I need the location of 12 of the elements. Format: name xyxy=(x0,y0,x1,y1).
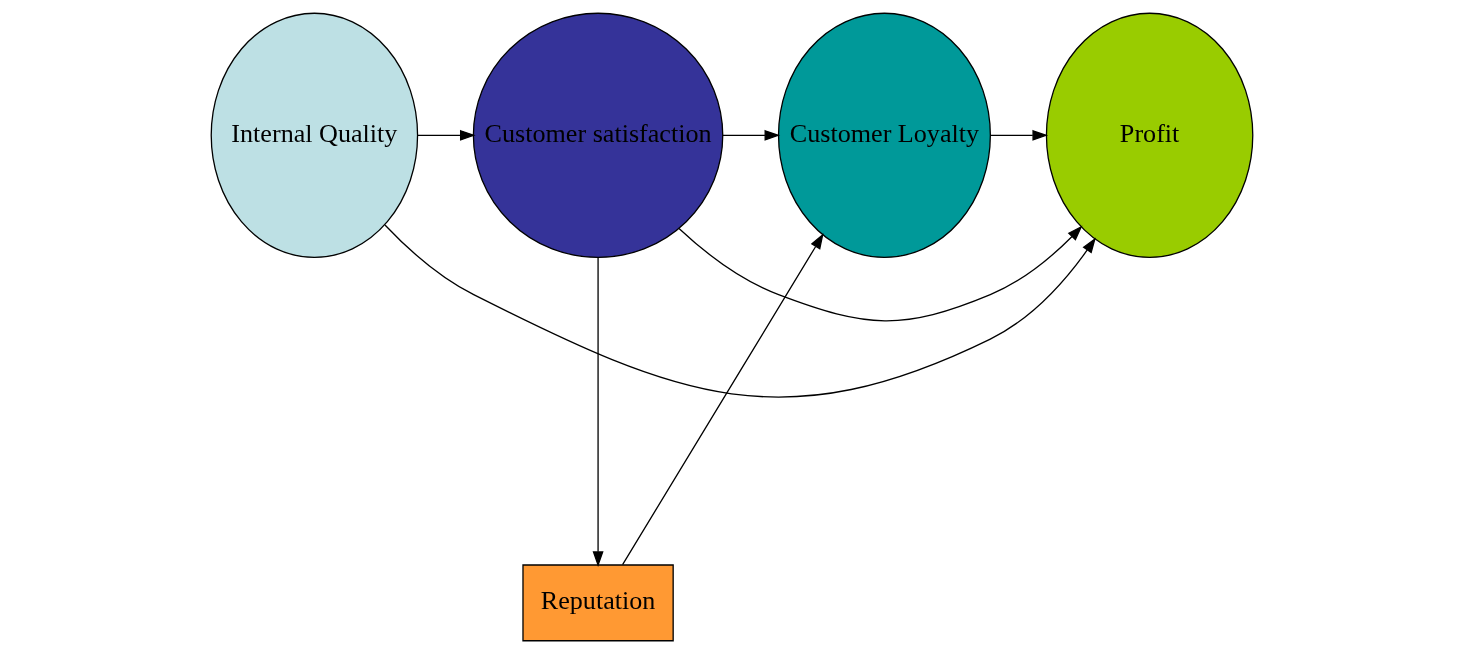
node-circle: Customer satisfaction xyxy=(472,12,724,259)
arrow xyxy=(678,225,1083,322)
arrow xyxy=(416,129,476,141)
node-ellipse: Internal Quality xyxy=(210,12,419,259)
arrow xyxy=(384,224,1096,398)
arrow xyxy=(621,233,824,566)
arrow xyxy=(990,129,1049,141)
node-box: Reputation xyxy=(522,564,674,642)
node-ellipse: Profit xyxy=(1045,12,1254,259)
arrow xyxy=(592,257,604,567)
arrow xyxy=(721,129,781,141)
node-ellipse: Customer Loyalty xyxy=(777,12,991,259)
